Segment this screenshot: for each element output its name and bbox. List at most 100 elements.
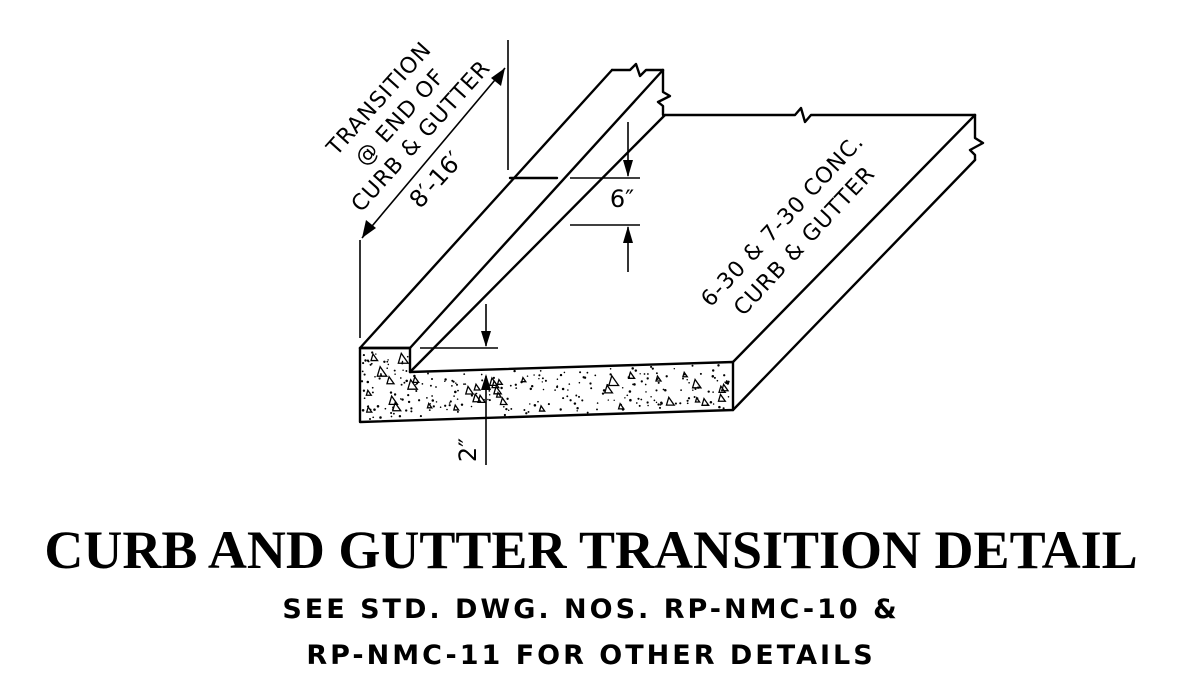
aggregate-triangle [717, 392, 727, 402]
aggregate-dot [538, 374, 541, 377]
aggregate-dot [586, 371, 589, 374]
aggregate-dot [688, 381, 690, 384]
concrete-aggregate-hatch [360, 351, 730, 421]
aggregate-dot [686, 402, 689, 405]
aggregate-dot [481, 379, 484, 382]
aggregate-dot [727, 396, 730, 398]
aggregate-triangle [370, 352, 379, 362]
aggregate-triangle [718, 384, 727, 394]
aggregate-dot [492, 376, 495, 379]
slab-right-top-edge [731, 113, 977, 364]
aggregate-dot [655, 389, 658, 392]
aggregate-dot [529, 387, 533, 391]
aggregate-dot [389, 391, 393, 394]
aggregate-dot [650, 395, 652, 398]
aggregate-dot [407, 400, 411, 404]
aggregate-dot [716, 379, 719, 382]
aggregate-dot [542, 388, 545, 391]
aggregate-dot [639, 373, 641, 375]
aggregate-dot [362, 354, 365, 357]
aggregate-dot [578, 381, 581, 384]
slab-far-edge [663, 106, 977, 124]
aggregate-dot [463, 383, 465, 385]
aggregate-dot [444, 378, 447, 381]
aggregate-dot [657, 381, 660, 384]
aggregate-dot [624, 397, 626, 399]
aggregate-dot [645, 391, 647, 393]
aggregate-dot [653, 399, 656, 402]
curb-height-label: 6″ [610, 185, 634, 213]
aggregate-dot [505, 407, 508, 411]
aggregate-dot [664, 389, 667, 392]
aggregate-dot [544, 379, 547, 382]
aggregate-triangle [472, 392, 482, 403]
aggregate-dot [500, 386, 503, 390]
aggregate-triangle [617, 402, 626, 410]
aggregate-dot [568, 383, 571, 385]
aggregate-dot [401, 360, 404, 363]
slab-right-bottom-edge [731, 158, 977, 412]
aggregate-dot [538, 377, 540, 380]
aggregate-dot [628, 390, 632, 393]
aggregate-dot [421, 383, 424, 385]
curb-far-break-lower [656, 68, 672, 117]
aggregate-triangle [473, 382, 482, 391]
aggregate-dot [579, 371, 582, 374]
aggregate-dot [393, 393, 397, 396]
aggregate-dot [435, 401, 438, 403]
aggregate-dot [506, 397, 509, 400]
aggregate-triangle [406, 378, 419, 390]
aggregate-dot [709, 401, 713, 404]
aggregate-dot [682, 377, 684, 380]
aggregate-dot [646, 373, 649, 375]
aggregate-triangle [665, 395, 676, 406]
aggregate-triangle [627, 370, 636, 379]
aggregate-dot [590, 387, 593, 390]
aggregate-dot [692, 389, 694, 391]
slab-far-right-break [968, 113, 985, 162]
aggregate-triangle [376, 365, 389, 377]
aggregate-dot [621, 386, 624, 389]
aggregate-dot [446, 408, 448, 411]
aggregate-dot [693, 396, 696, 398]
aggregate-dot [694, 387, 697, 391]
aggregate-triangle [691, 377, 703, 389]
aggregate-dot [640, 398, 643, 401]
aggregate-dot [533, 374, 535, 376]
aggregate-dot [650, 365, 653, 368]
gutter-depth-label: 2″ [454, 438, 482, 462]
aggregate-dot [582, 376, 585, 379]
aggregate-dot [406, 355, 409, 358]
aggregate-dot [455, 382, 457, 384]
aggregate-dot [502, 405, 505, 408]
aggregate-dot [573, 402, 577, 405]
aggregate-dot [686, 399, 689, 402]
aggregate-triangle [386, 375, 396, 385]
aggregate-dot [563, 371, 566, 374]
curb-face-bottom-edge [408, 113, 667, 374]
aggregate-dot [383, 360, 386, 364]
curb-height-arrow-down-icon [623, 160, 633, 177]
aggregate-dot [594, 374, 597, 377]
aggregate-triangle [496, 378, 504, 385]
aggregate-dot [515, 387, 518, 389]
curb-front-top-edge [408, 68, 665, 350]
aggregate-dot [455, 383, 459, 386]
aggregate-dot [373, 408, 376, 411]
aggregate-triangle [720, 382, 730, 392]
aggregate-dot [659, 403, 662, 406]
aggregate-dot [384, 407, 387, 410]
aggregate-dot [699, 372, 702, 375]
aggregate-dot [674, 402, 677, 405]
aggregate-dot [386, 367, 389, 370]
aggregate-triangle [397, 351, 410, 364]
aggregate-dot [644, 383, 647, 386]
curb-height-arrow-up-icon [623, 226, 633, 243]
aggregate-triangle [488, 376, 499, 387]
aggregate-dot [514, 383, 517, 386]
aggregate-dot [578, 395, 580, 398]
aggregate-dot [651, 367, 654, 370]
aggregate-dot [368, 417, 372, 421]
aggregate-dot [475, 392, 478, 395]
